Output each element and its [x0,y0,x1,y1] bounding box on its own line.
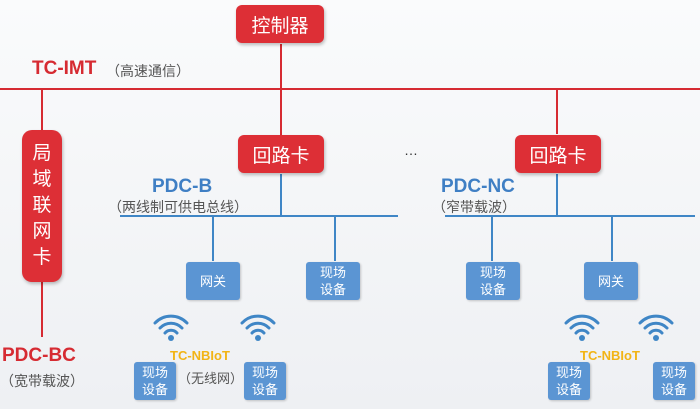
lan-to-bc-line [41,282,43,337]
lan-card-char-3: 联 [32,195,52,216]
field-device-line-1: 现场 [319,265,346,280]
field-device-b1-box[interactable]: 现场 设备 [306,262,360,300]
field-device-line-1: 现场 [660,365,687,380]
field-device-line-2: 设备 [660,382,687,397]
pdc-nc-bus-line [445,215,695,217]
field-nc-drop-line [491,216,493,261]
nbiot-desc-b: （无线网） [178,371,244,386]
controller-drop-line [280,44,282,138]
field-device-line-2: 设备 [251,382,278,397]
field-device-wireless-b1-box[interactable]: 现场 设备 [134,362,176,400]
tc-imt-desc: （高速通信） [106,63,190,79]
field-device-wireless-nc2-box[interactable]: 现场 设备 [653,362,695,400]
field-device-line-2: 设备 [141,382,168,397]
wifi-icon [240,314,276,341]
wifi-icon [638,314,674,341]
field-device-line-2: 设备 [555,382,582,397]
field-device-wireless-b2-box[interactable]: 现场 设备 [244,362,286,400]
gateway-nc-drop-line [611,216,613,261]
pdc-b-label: PDC-B [152,176,213,197]
loop-card-nc-box[interactable]: 回路卡 [515,135,601,173]
lan-card-box[interactable]: 局 域 联 网 卡 [22,130,62,282]
lan-drop-line [41,89,43,131]
field-device-line-2: 设备 [479,282,506,297]
field-device-line-1: 现场 [479,265,506,280]
gateway-b-drop-line [212,216,214,261]
wifi-icon [564,314,600,341]
right-card-drop-line [556,89,558,134]
lan-card-char-1: 局 [32,143,52,164]
pdc-b-desc: （两线制可供电总线） [108,199,248,215]
gateway-b-box[interactable]: 网关 [186,262,240,300]
pdc-bc-desc: （宽带载波） [0,373,84,389]
field-device-line-1: 现场 [141,365,168,380]
loop-card-b-drop-line [280,174,282,216]
field-device-wireless-nc1-box[interactable]: 现场 设备 [548,362,590,400]
tc-imt-label: TC-IMT [32,58,97,79]
pdc-b-bus-line [120,215,398,217]
pdc-nc-desc: （窄带载波） [432,199,516,215]
tc-imt-bus-line [0,88,700,90]
gateway-nc-box[interactable]: 网关 [584,262,638,300]
lan-card-char-4: 网 [32,221,52,242]
wifi-icon [153,314,189,341]
loop-card-nc-drop-line [556,174,558,216]
field-b-drop-line [334,216,336,261]
pdc-nc-label: PDC-NC [441,176,515,197]
field-device-line-2: 设备 [319,282,346,297]
field-device-line-1: 现场 [251,365,278,380]
loop-card-b-box[interactable]: 回路卡 [238,135,324,173]
lan-card-char-5: 卡 [32,247,52,268]
field-device-nc1-box[interactable]: 现场 设备 [466,262,520,300]
controller-box[interactable]: 控制器 [236,5,324,43]
nbiot-label-nc: TC-NBIoT [580,348,640,363]
lan-card-char-2: 域 [32,169,52,190]
pdc-bc-label: PDC-BC [2,345,76,366]
more-cards-ellipsis: … [404,142,419,158]
field-device-line-1: 现场 [555,365,582,380]
nbiot-label-b: TC-NBIoT [170,348,230,363]
